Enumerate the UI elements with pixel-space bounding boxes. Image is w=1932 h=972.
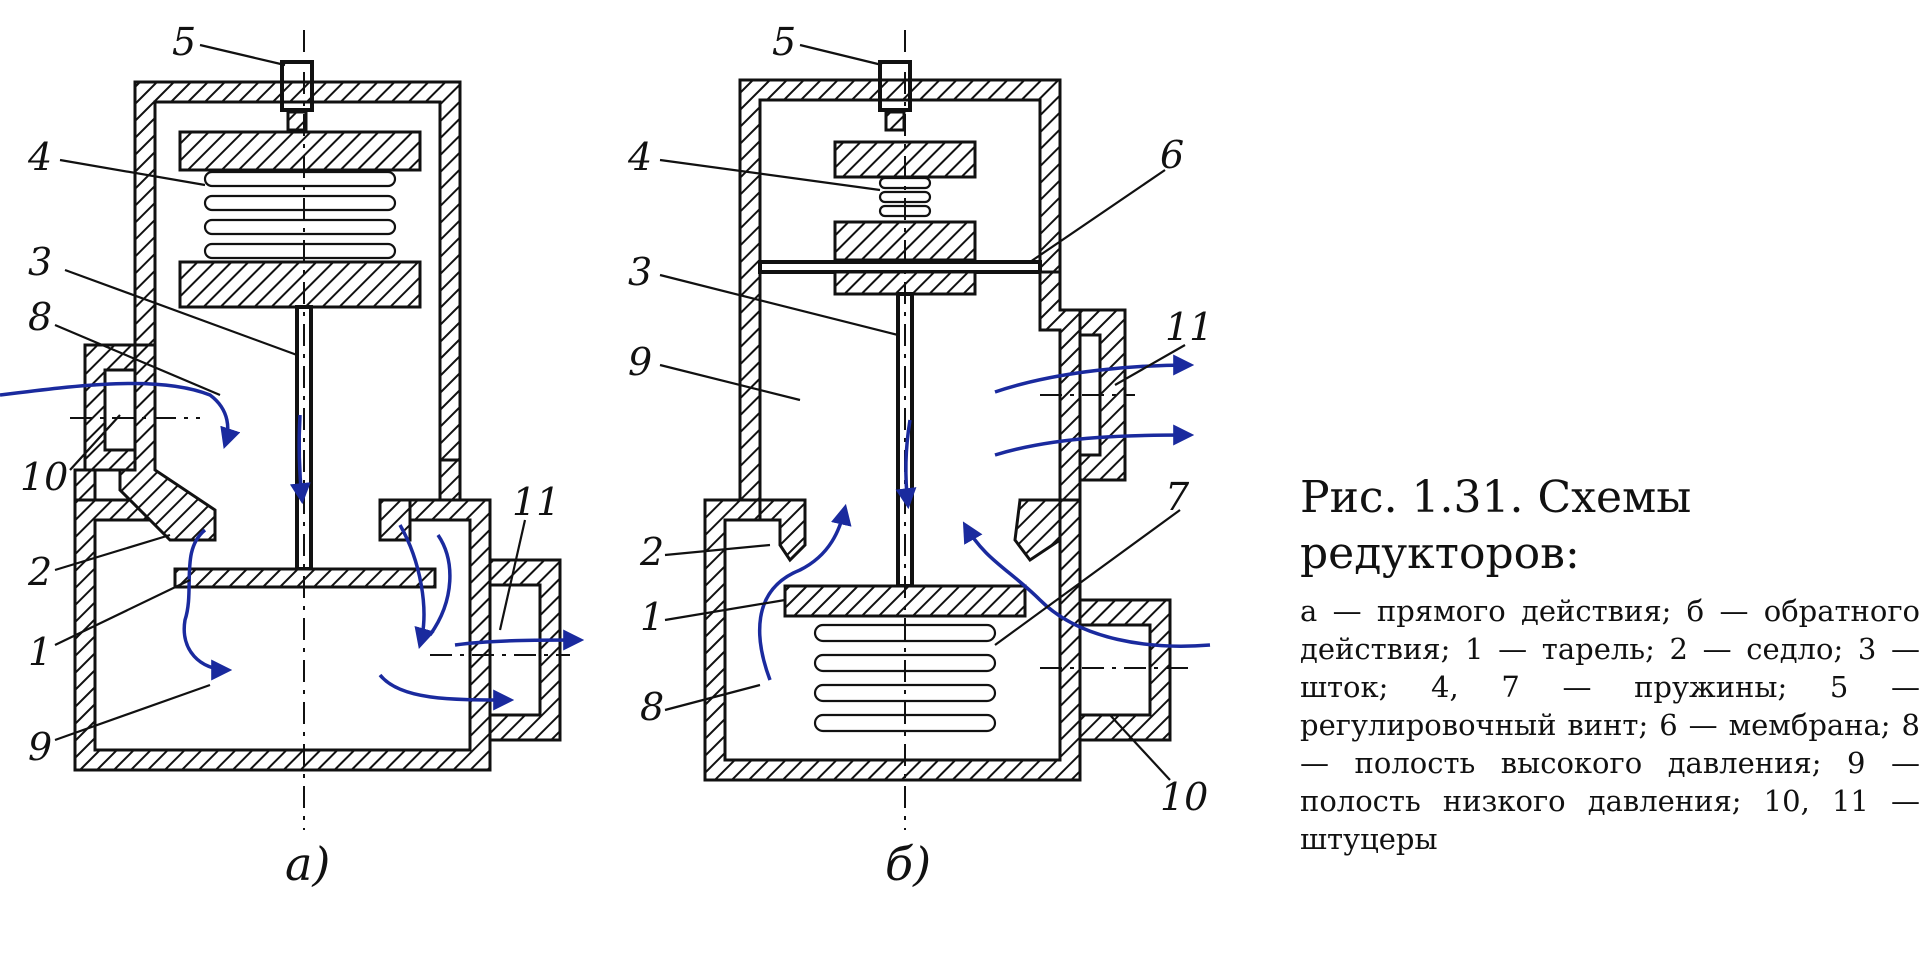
- leaders-a: [54, 43, 527, 742]
- spring-b-7: [813, 623, 997, 733]
- fitting-b-10: [1078, 598, 1172, 742]
- label-b-1: 1: [640, 595, 664, 639]
- leaders-b: [659, 43, 1186, 781]
- screw-a-5: [280, 60, 314, 112]
- spring-cup-a-top: [178, 130, 422, 172]
- flow-arrows-b: [757, 354, 1211, 681]
- label-a-2: 2: [27, 550, 52, 594]
- label-a-8: 8: [28, 295, 52, 339]
- label-b-5: 5: [772, 20, 796, 64]
- label-a-5: 5: [172, 20, 196, 64]
- label-a-1: 1: [28, 630, 52, 674]
- label-b-3: 3: [628, 250, 652, 294]
- screw-b-5: [878, 60, 912, 112]
- label-b-2: 2: [639, 530, 664, 574]
- spring-a-4: [203, 170, 397, 260]
- label-b-8: 8: [640, 685, 664, 729]
- label-a-9: 9: [28, 725, 52, 769]
- fitting-a-11: [488, 558, 562, 742]
- spring-cup-a-bottom: [178, 260, 422, 309]
- label-b-9: 9: [628, 340, 652, 384]
- label-a-3: 3: [28, 240, 52, 284]
- housing-b-right: [1038, 270, 1082, 502]
- diagram-a: 5 4 3 8 10 2 1 9 11 а): [0, 20, 585, 891]
- housing-a-neck-right: [378, 458, 462, 542]
- label-a-11: 11: [512, 480, 560, 524]
- diagram-b: 5 4 6 3 9 11 2 1 7 8 10 б): [627, 20, 1213, 891]
- figure-caption: Рис. 1.31. Схемы редукторов: а — прямого…: [1300, 470, 1920, 858]
- flow-arrows-a: [0, 381, 585, 711]
- seat-b-2: [758, 498, 807, 563]
- label-b-6: 6: [1160, 133, 1184, 177]
- caption-label-a: а): [285, 837, 330, 891]
- label-b-10: 10: [1160, 775, 1208, 819]
- label-b-11: 11: [1165, 305, 1213, 349]
- housing-a-lower: [73, 498, 492, 772]
- label-b-4: 4: [627, 135, 652, 179]
- caption-label-b: б): [885, 837, 931, 891]
- caption-title: Рис. 1.31. Схемы редукторов:: [1300, 472, 1692, 579]
- label-a-10: 10: [20, 455, 68, 499]
- housing-b-neck-right: [1013, 498, 1062, 563]
- caption-text: а — прямого действия; б — обратного дейс…: [1300, 594, 1920, 856]
- fitting-a-10: [83, 343, 137, 472]
- label-a-4: 4: [27, 135, 52, 179]
- label-b-7: 7: [1165, 475, 1190, 519]
